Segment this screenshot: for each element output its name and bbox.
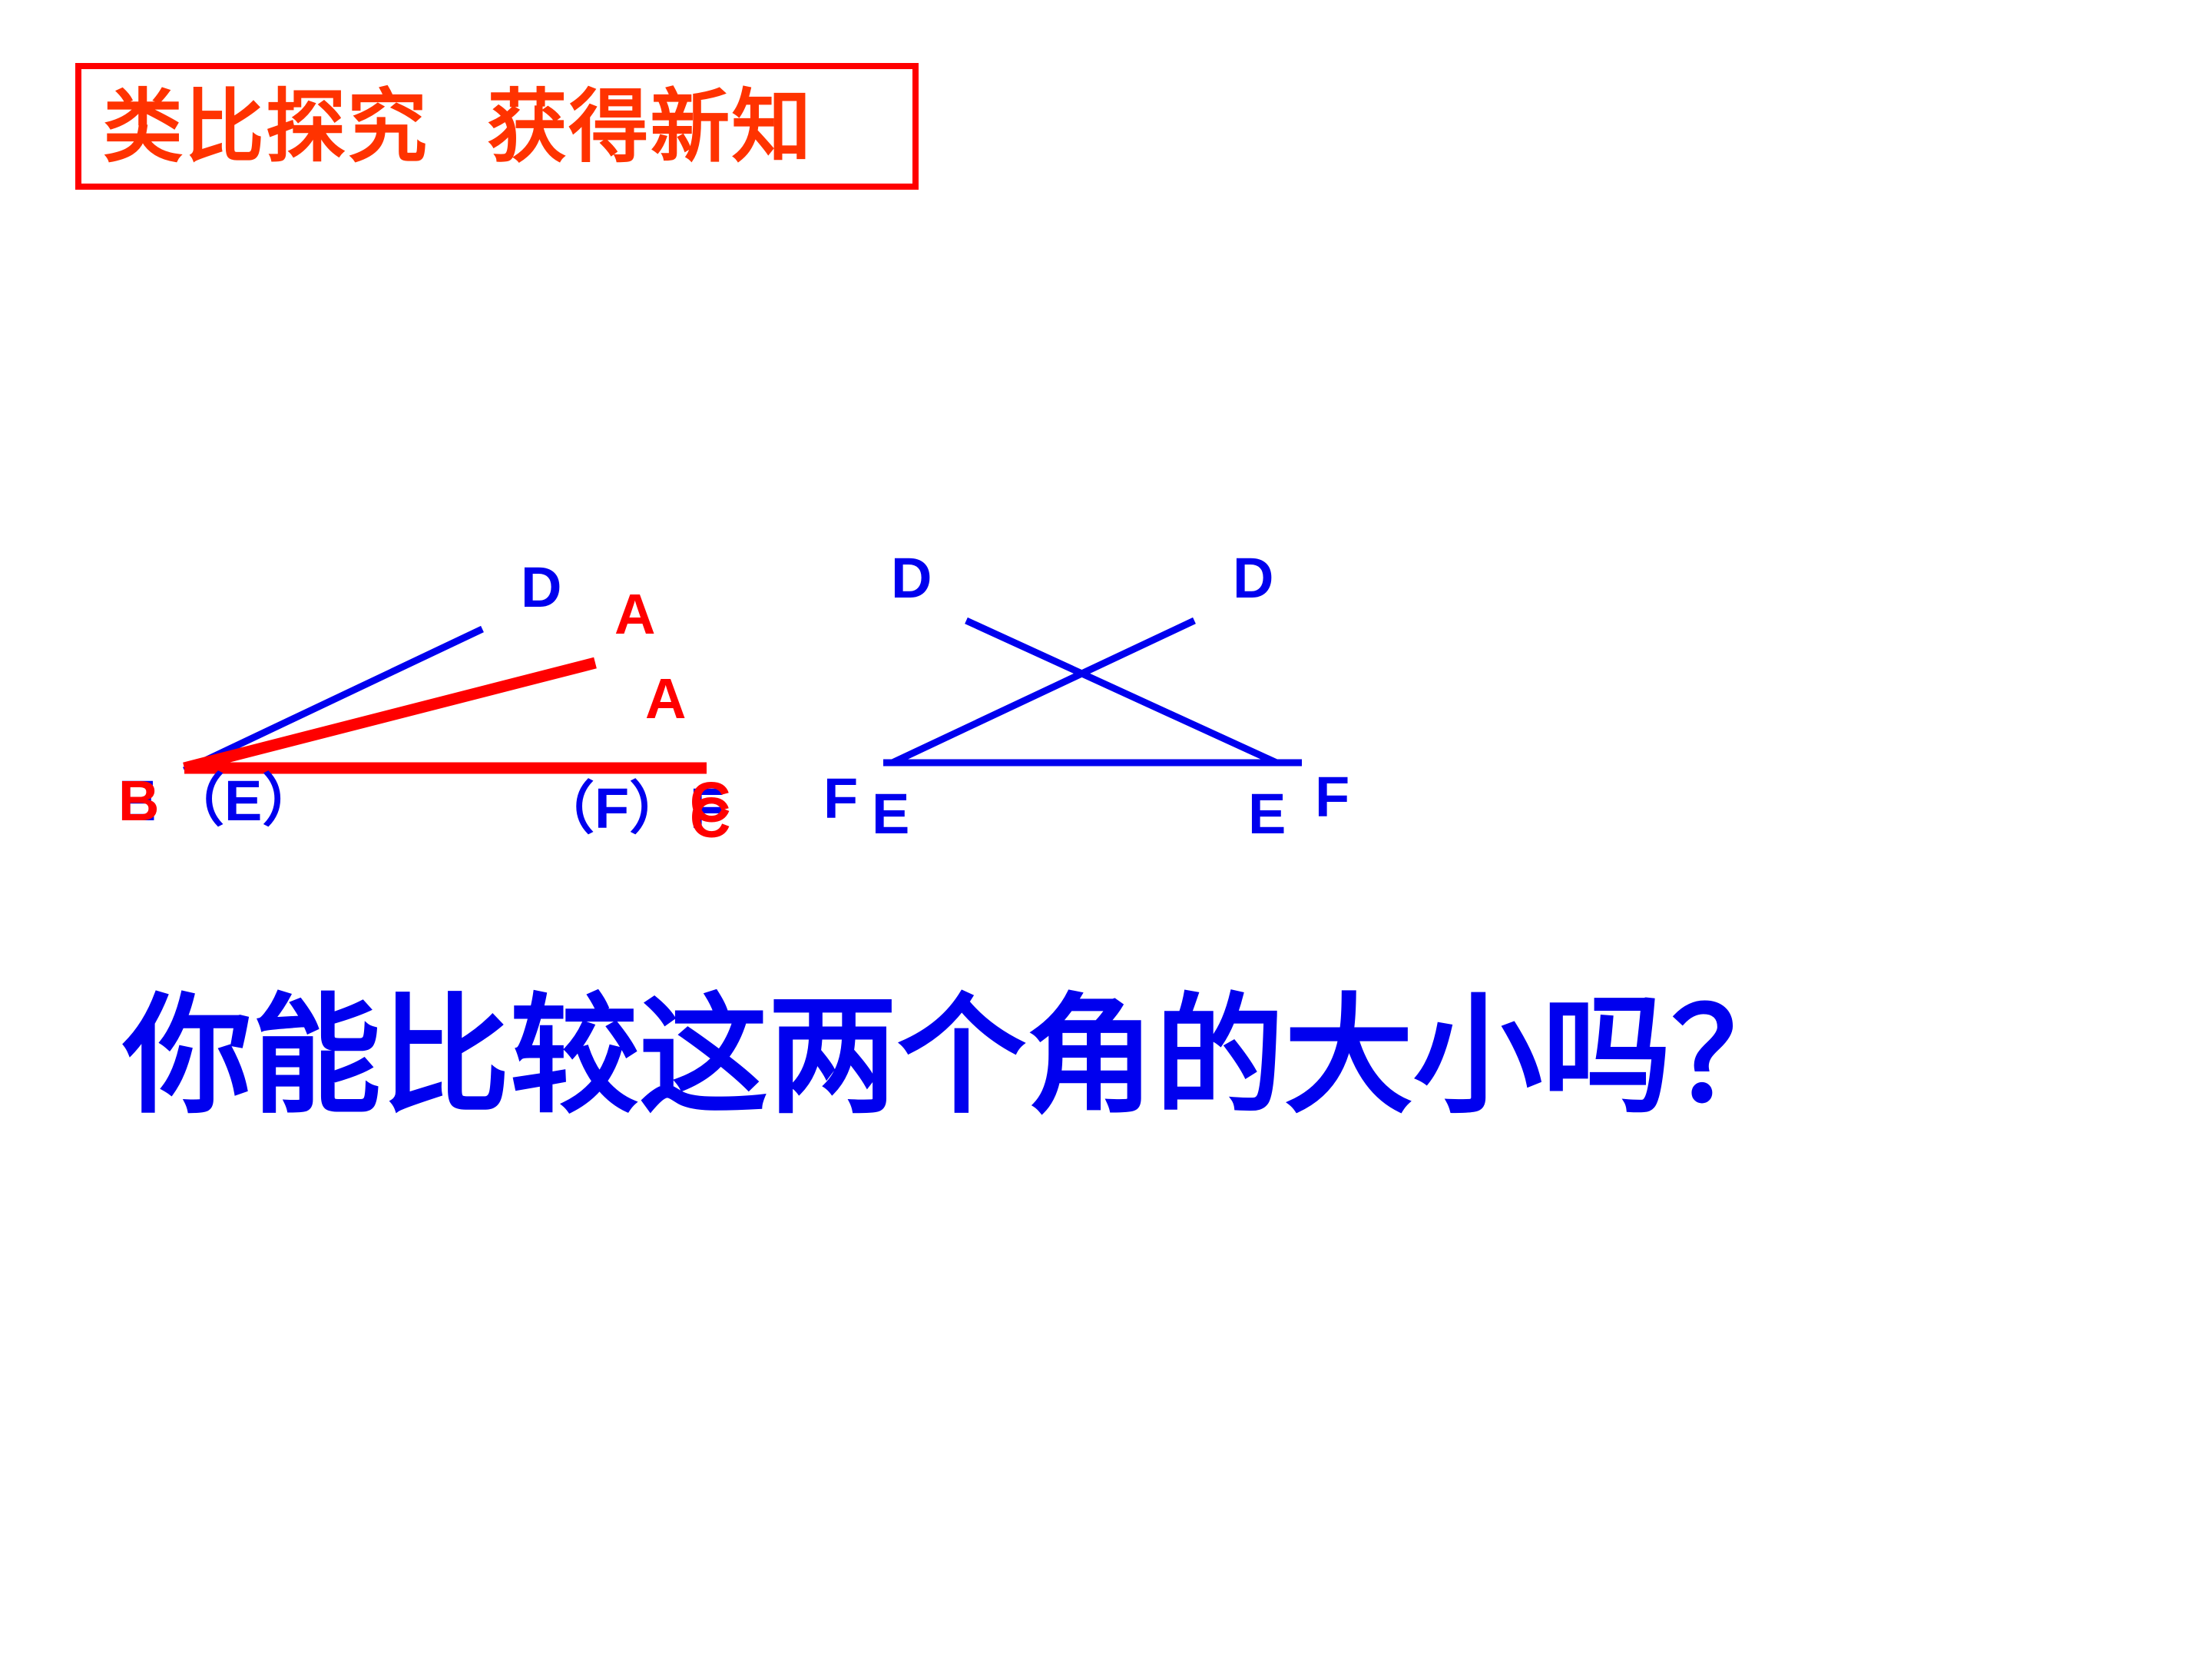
label-d-right: D xyxy=(1233,546,1273,610)
label-e-stacked: E xyxy=(118,769,156,833)
ray-left-d xyxy=(891,617,1196,767)
label-b: B xyxy=(118,769,159,833)
figure-left: D A A E B （E） （F） F C C xyxy=(118,555,730,849)
question-text: 你能比较这两个角的大小吗？ xyxy=(123,979,1800,1131)
label-e-left: E xyxy=(872,782,909,846)
ray-right-d xyxy=(965,617,1278,767)
label-c-shadow: C xyxy=(690,786,730,849)
label-f-right: F xyxy=(1315,765,1349,829)
ray-ed xyxy=(183,625,484,774)
page-title: 类比探究 获得新知 xyxy=(103,78,813,174)
label-f-left: F xyxy=(823,767,858,830)
ray-ba xyxy=(183,657,597,774)
label-f-paren: （F） xyxy=(538,777,686,840)
label-f-stacked: F xyxy=(690,777,724,840)
figure-right: D D F E E F xyxy=(823,546,1349,846)
label-e-paren: （E） xyxy=(167,769,319,833)
label-d-left: D xyxy=(891,546,932,610)
label-a-top: A xyxy=(614,582,655,646)
label-e-right: E xyxy=(1248,782,1286,846)
label-d: D xyxy=(521,555,561,619)
label-a-lower: A xyxy=(645,667,686,730)
label-c: C xyxy=(690,770,730,834)
title-box: 类比探究 获得新知 xyxy=(75,63,919,190)
